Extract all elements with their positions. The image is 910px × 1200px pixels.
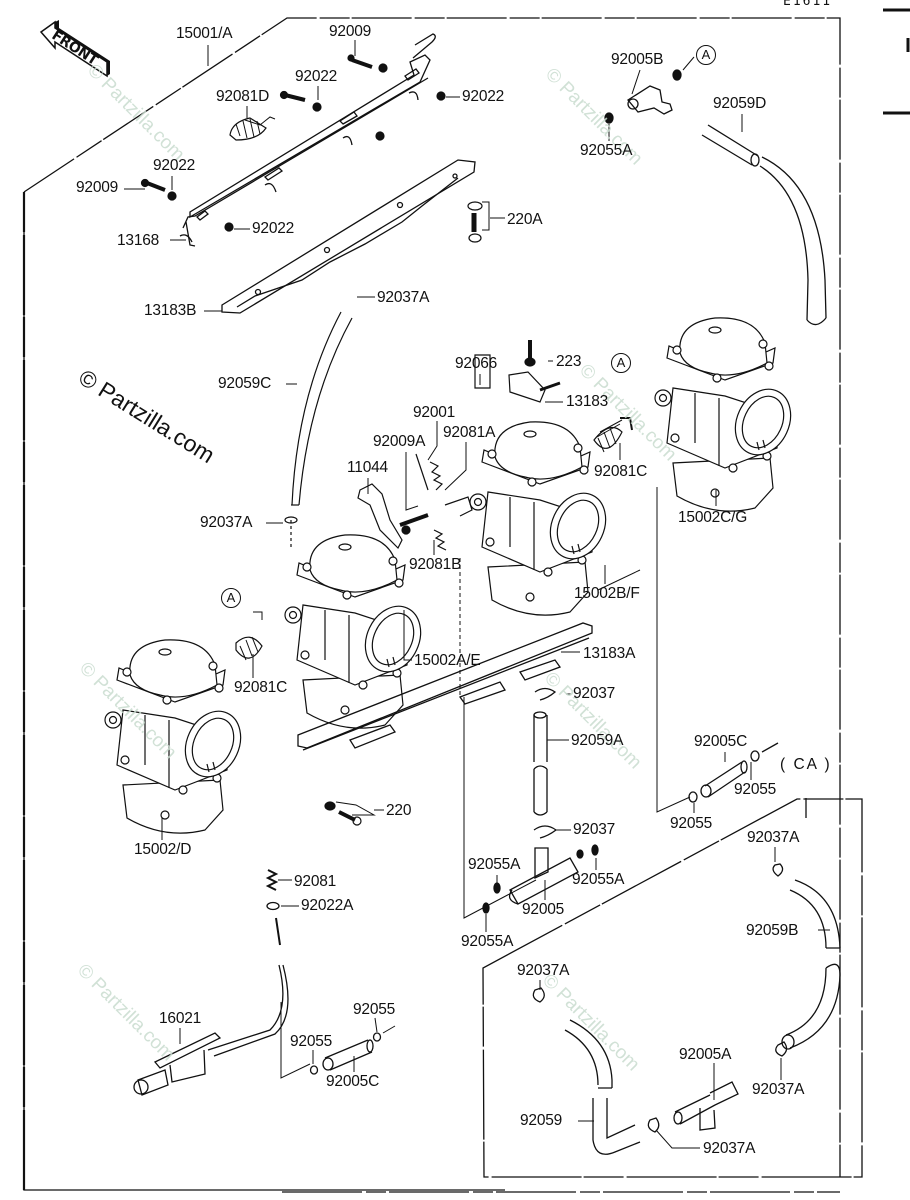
part-label-92081D[interactable]: 92081D: [216, 88, 270, 105]
fitting-92005: [482, 844, 599, 914]
leader-line: [374, 1017, 378, 1033]
ca-group-label: ( CA ): [780, 756, 832, 773]
linkage-springs: [235, 340, 633, 661]
part-label-92055A[interactable]: 92055A: [572, 871, 625, 888]
part-label-13183A[interactable]: 13183A: [583, 645, 636, 662]
part-label-92037A[interactable]: 92037A: [200, 514, 253, 531]
part-label-92055[interactable]: 92055: [734, 781, 777, 798]
part-label-92055[interactable]: 92055: [670, 815, 713, 832]
hose-92059C: [284, 311, 353, 548]
part-label-92022[interactable]: 92022: [252, 220, 295, 237]
carburetors: [104, 317, 792, 834]
screw-220A: [467, 201, 490, 243]
part-label-92022A[interactable]: 92022A: [301, 897, 354, 914]
leader-line: [253, 611, 263, 620]
leader-line: [405, 452, 419, 511]
part-label-92001[interactable]: 92001: [413, 404, 456, 421]
choke-cable-16021: [133, 869, 289, 1096]
part-label-92037A[interactable]: 92037A: [377, 289, 430, 306]
leader-line: [403, 610, 412, 661]
ca-part-label-92005A[interactable]: 92005A: [679, 1046, 732, 1063]
leader-line: [682, 56, 695, 71]
ca-part-label-92037A[interactable]: 92037A: [752, 1081, 805, 1098]
part-label-15002CG[interactable]: 15002C/G: [678, 509, 748, 526]
part-label-15002AE[interactable]: 15002A/E: [414, 652, 481, 669]
page-edge-marks: [883, 8, 910, 115]
part-label-15002D[interactable]: 15002/D: [134, 841, 192, 858]
diagram-code: E1611: [783, 0, 833, 9]
part-label-13168[interactable]: 13168: [117, 232, 160, 249]
part-label-92009A[interactable]: 92009A: [373, 433, 426, 450]
part-label-92005C[interactable]: 92005C: [326, 1073, 380, 1090]
carburetor-15002AE: [284, 534, 422, 729]
leader-lines: [124, 40, 830, 1149]
part-label-223[interactable]: 223: [556, 353, 582, 370]
part-label-92081B[interactable]: 92081B: [409, 556, 462, 573]
part-label-220[interactable]: 220: [386, 802, 412, 819]
assembly-frame: [22, 17, 841, 1193]
ca-part-label-92037A[interactable]: 92037A: [703, 1140, 756, 1157]
part-label-92059D[interactable]: 92059D: [713, 95, 767, 112]
callout-ref-a: A: [696, 45, 716, 65]
part-label-92081C[interactable]: 92081C: [594, 463, 648, 480]
part-label-220A[interactable]: 220A: [507, 211, 543, 228]
part-label-92055A[interactable]: 92055A: [461, 933, 514, 950]
pipe-92005C-bottom: [309, 1025, 396, 1075]
part-label-92055A[interactable]: 92055A: [580, 142, 633, 159]
part-label-92059A[interactable]: 92059A: [571, 732, 624, 749]
arrow-left-icon: [39, 20, 110, 78]
part-label-92081C[interactable]: 92081C: [234, 679, 288, 696]
ca-part-label-92059[interactable]: 92059: [520, 1112, 563, 1129]
part-label-92022[interactable]: 92022: [153, 157, 196, 174]
part-label-92059C[interactable]: 92059C: [218, 375, 272, 392]
part-label-92009[interactable]: 92009: [76, 179, 119, 196]
callout-ref-a: A: [611, 353, 631, 373]
part-label-92055A[interactable]: 92055A: [468, 856, 521, 873]
part-label-92009[interactable]: 92009: [329, 23, 372, 40]
screws-washers-top: [140, 54, 446, 232]
part-label-92055[interactable]: 92055: [353, 1001, 396, 1018]
fitting-92005B: [604, 69, 682, 124]
part-label-13183B[interactable]: 13183B: [144, 302, 197, 319]
part-label-92037[interactable]: 92037: [573, 685, 616, 702]
leader-line: [631, 69, 641, 95]
bracket-13168: [179, 33, 436, 247]
hose-92059D: [701, 124, 827, 326]
ca-group-frame: [482, 798, 863, 1178]
part-label-11044[interactable]: 11044: [347, 459, 388, 476]
carburetor-15002D: [104, 639, 242, 834]
carburetor-15002BF: [469, 421, 607, 616]
pipe-92005C-right: [688, 742, 779, 803]
part-label-92081A[interactable]: 92081A: [443, 424, 496, 441]
leader-line: [444, 442, 467, 491]
part-label-15001A[interactable]: 15001/A: [176, 25, 233, 42]
part-label-92066[interactable]: 92066: [455, 355, 498, 372]
part-label-92055[interactable]: 92055: [290, 1033, 333, 1050]
part-label-92005B[interactable]: 92005B: [611, 51, 664, 68]
ca-hoses: [532, 863, 841, 1155]
ca-part-label-92059B[interactable]: 92059B: [746, 922, 799, 939]
part-label-16021[interactable]: 16021: [159, 1010, 202, 1027]
screw-220: [324, 801, 376, 826]
ca-part-label-92037A[interactable]: 92037A: [747, 829, 800, 846]
part-label-92005C[interactable]: 92005C: [694, 733, 748, 750]
bar-13183A: [297, 622, 593, 751]
callout-ref-a: A: [221, 588, 241, 608]
part-label-13183[interactable]: 13183: [566, 393, 609, 410]
part-label-92022[interactable]: 92022: [462, 88, 505, 105]
part-label-92037[interactable]: 92037: [573, 821, 616, 838]
part-label-15002BF[interactable]: 15002B/F: [574, 585, 640, 602]
part-label-92022[interactable]: 92022: [295, 68, 338, 85]
part-label-92005[interactable]: 92005: [522, 901, 565, 918]
plate-13183B: [221, 159, 476, 314]
part-label-92081[interactable]: 92081: [294, 873, 337, 890]
leader-line: [427, 421, 438, 461]
leader-line: [655, 1129, 700, 1149]
carburetor-15002CG: [654, 317, 792, 512]
tube-92059A: [533, 687, 558, 839]
ca-part-label-92037A[interactable]: 92037A: [517, 962, 570, 979]
front-direction-arrow: FRONT: [33, 18, 113, 87]
